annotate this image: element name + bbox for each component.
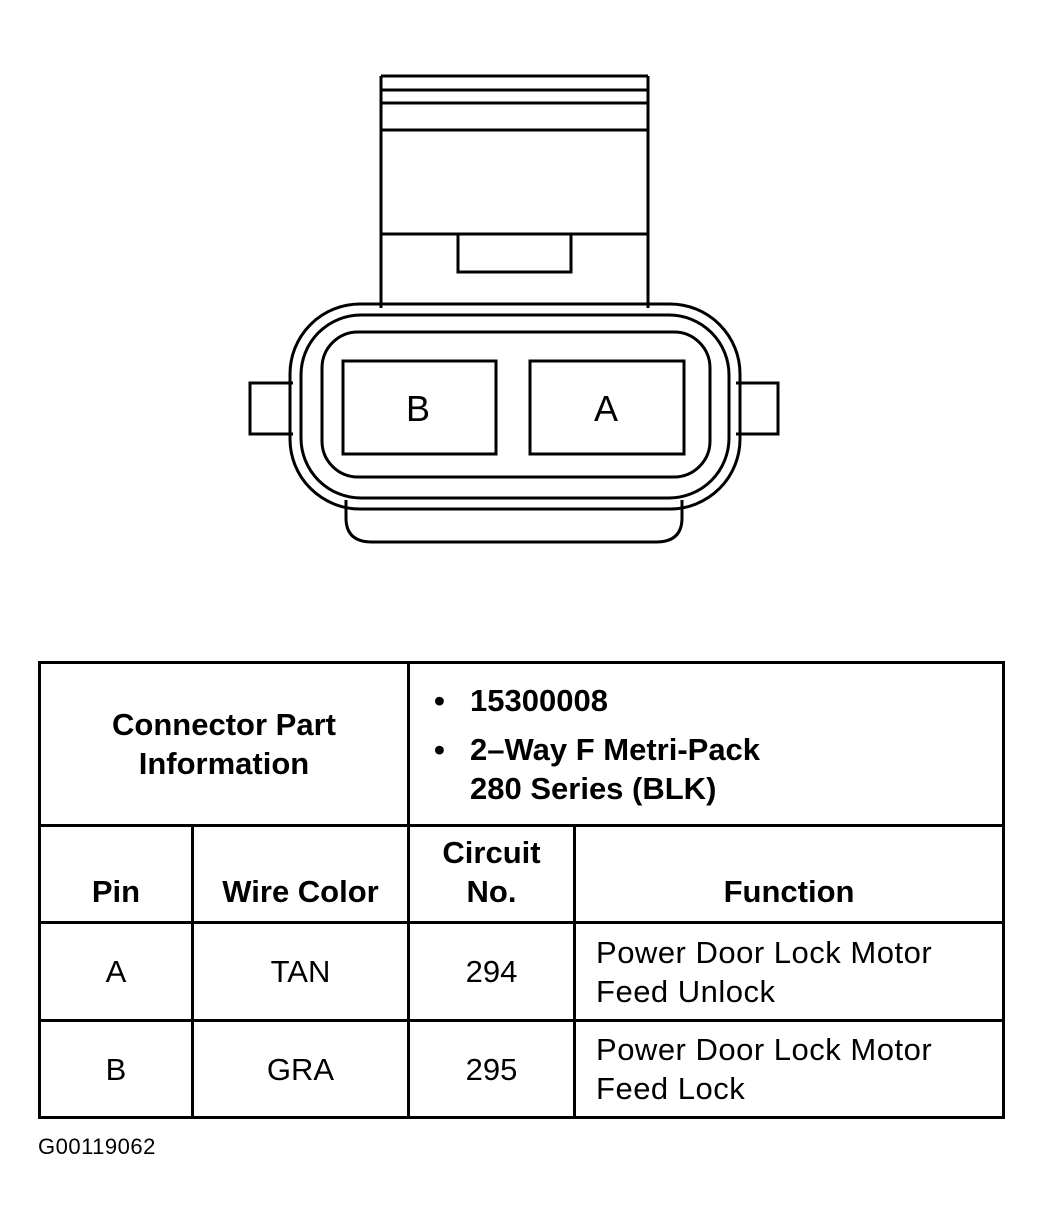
pin-label-a: A <box>594 388 618 429</box>
header-function: Function <box>573 824 1006 924</box>
pin-label-b: B <box>406 388 430 429</box>
part-info-row: Connector Part Information • 15300008 • … <box>37 661 1006 827</box>
row-b-circuit-no: 295 <box>407 1019 577 1119</box>
part-info-label-cell: Connector Part Information <box>37 661 411 827</box>
part-number: • 15300008 <box>434 682 608 718</box>
header-row: Pin Wire Color Circuit No. Function <box>38 824 1006 924</box>
bullet-description: • <box>434 731 445 767</box>
row-b-function: Power Door Lock Motor Feed Lock <box>573 1019 1006 1119</box>
connector-body-seal <box>299 313 731 500</box>
row-b-wire-color: GRA <box>190 1019 411 1119</box>
part-description-line-2: 280 Series (BLK) <box>470 770 717 806</box>
connector-housing-top <box>379 74 650 308</box>
left-latch <box>248 381 293 436</box>
connector-body-inner <box>320 330 712 479</box>
row-a-function: Power Door Lock Motor Feed Unlock <box>573 921 1006 1022</box>
pin-cavity-b <box>341 359 498 456</box>
part-description-line-1: • 2–Way F Metri-Pack <box>434 731 761 767</box>
bullet-part-number: • <box>434 682 445 718</box>
right-latch <box>736 381 780 436</box>
part-info-cell: • 15300008 • 2–Way F Metri-Pack 280 Seri… <box>407 661 1006 827</box>
part-info-label-line-2: Information <box>138 746 310 781</box>
part-info-label-line-1: Connector Part <box>112 707 336 742</box>
row-a-pin: A <box>38 921 194 1022</box>
table-row: A TAN 294 Power Door Lock Motor Feed Unl… <box>38 921 1006 1022</box>
connector-face-diagram: B A <box>248 74 780 544</box>
figure-id: G00119062 <box>38 1134 156 1159</box>
header-circuit-no: Circuit No. <box>407 824 577 924</box>
row-a-wire-color: TAN <box>190 921 411 1022</box>
header-pin: Pin <box>38 824 194 924</box>
pin-cavity-a <box>528 359 686 456</box>
row-a-circuit-no: 294 <box>407 921 577 1022</box>
connector-body-outer <box>288 302 742 511</box>
table-row: B GRA 295 Power Door Lock Motor Feed Loc… <box>38 1019 1006 1119</box>
connector-info-table: Connector Part Information • 15300008 • … <box>37 661 1006 1119</box>
header-wire-color: Wire Color <box>190 824 411 924</box>
connector-bottom-lip <box>344 500 684 544</box>
row-b-pin: B <box>38 1019 194 1119</box>
